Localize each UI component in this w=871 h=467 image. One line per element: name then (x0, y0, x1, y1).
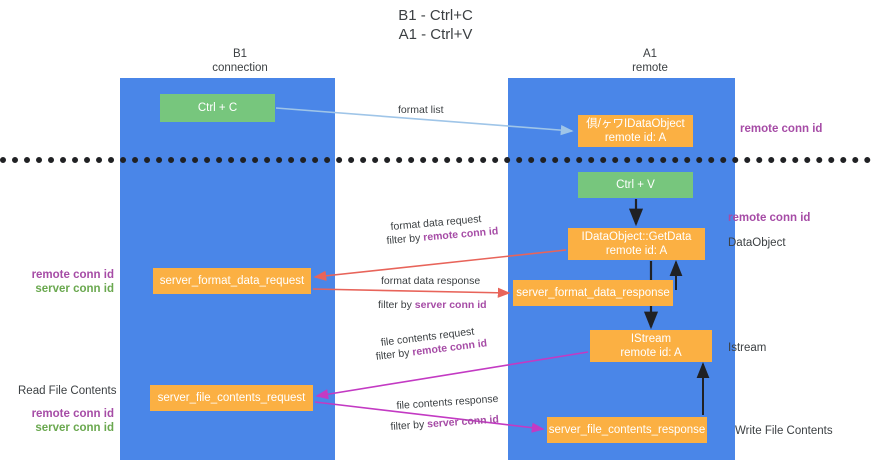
annotation-remote-conn-id-mid: remote conn id (728, 212, 811, 224)
annotation-left-bottom-remote: remote conn id (31, 408, 114, 420)
column-header-b1: B1 connection (150, 47, 330, 75)
edge-label-format-list: format list (398, 104, 444, 116)
edge-label-format-data-response: format data response (381, 275, 481, 287)
column-header-a1: A1 remote (560, 47, 740, 75)
annotation-dataobject: DataObject (728, 237, 786, 249)
title-line-1: B1 - Ctrl+C (398, 7, 473, 24)
annotation-left-bottom: Read File Contents remote conn id server… (18, 384, 117, 435)
filter-prefix: filter by (386, 231, 424, 247)
annotation-left-mid-remote: remote conn id (31, 269, 114, 281)
node-ctrl-c-label: Ctrl + C (197, 102, 238, 114)
edge-label-file-contents-response-filter: filter by server conn id (390, 412, 499, 434)
edge-label-file-contents-response: file contents response (396, 392, 499, 412)
annotation-write-file-contents: Write File Contents (735, 425, 833, 437)
node-idataobject-line1: 倶/ヶワIDataObject (586, 118, 685, 130)
filter-prefix: filter by (375, 346, 414, 363)
page-title: B1 - Ctrl+C A1 - Ctrl+V (0, 6, 871, 44)
node-istream-line1: IStream (630, 333, 672, 345)
node-server-file-contents-response-label: server_file_contents_response (548, 424, 706, 436)
node-server-format-data-request[interactable]: server_format_data_request (153, 268, 311, 294)
node-getdata-line2: remote id: A (605, 245, 668, 257)
filter-key-server-conn-id: server conn id (414, 299, 487, 311)
node-server-format-data-response[interactable]: server_format_data_response (513, 280, 673, 306)
node-ctrl-v-label: Ctrl + V (616, 179, 655, 191)
annotation-remote-conn-id-top: remote conn id (740, 123, 823, 135)
edge-format-data-response (312, 287, 511, 298)
title-line-2: A1 - Ctrl+V (398, 26, 473, 43)
node-server-file-contents-request[interactable]: server_file_contents_request (150, 385, 313, 411)
annotation-left-bottom-server: server conn id (35, 422, 114, 434)
section-divider (0, 157, 871, 163)
node-ctrl-c[interactable]: Ctrl + C (160, 94, 275, 122)
annotation-left-middle: remote conn id server conn id (22, 268, 114, 296)
filter-key-server-conn-id: server conn id (426, 413, 500, 431)
edge-label-format-data-response-filter: filter by server conn id (378, 298, 487, 312)
column-header-a1-name: A1 (642, 48, 658, 60)
node-idataobject-getdata[interactable]: IDataObject::GetData remote id: A (568, 228, 705, 260)
annotation-read-file-contents: Read File Contents (18, 385, 117, 397)
node-idataobject-line2: remote id: A (604, 132, 667, 144)
node-server-format-data-request-label: server_format_data_request (159, 275, 305, 287)
column-header-b1-name: B1 (232, 48, 248, 60)
annotation-left-mid-server: server conn id (35, 283, 114, 295)
filter-prefix: filter by (390, 418, 428, 433)
node-server-file-contents-request-label: server_file_contents_request (157, 392, 306, 404)
node-idataobject[interactable]: 倶/ヶワIDataObject remote id: A (578, 115, 693, 147)
annotation-istream: Istream (728, 342, 767, 354)
column-header-b1-subtitle: connection (212, 62, 268, 74)
node-server-file-contents-response[interactable]: server_file_contents_response (547, 417, 707, 443)
node-getdata-line1: IDataObject::GetData (581, 231, 692, 243)
filter-prefix: filter by (378, 299, 415, 311)
node-ctrl-v[interactable]: Ctrl + V (578, 172, 693, 198)
node-istream[interactable]: IStream remote id: A (590, 330, 712, 362)
node-server-format-data-response-label: server_format_data_response (516, 287, 670, 299)
node-istream-line2: remote id: A (620, 347, 682, 359)
column-header-a1-subtitle: remote (632, 62, 668, 74)
